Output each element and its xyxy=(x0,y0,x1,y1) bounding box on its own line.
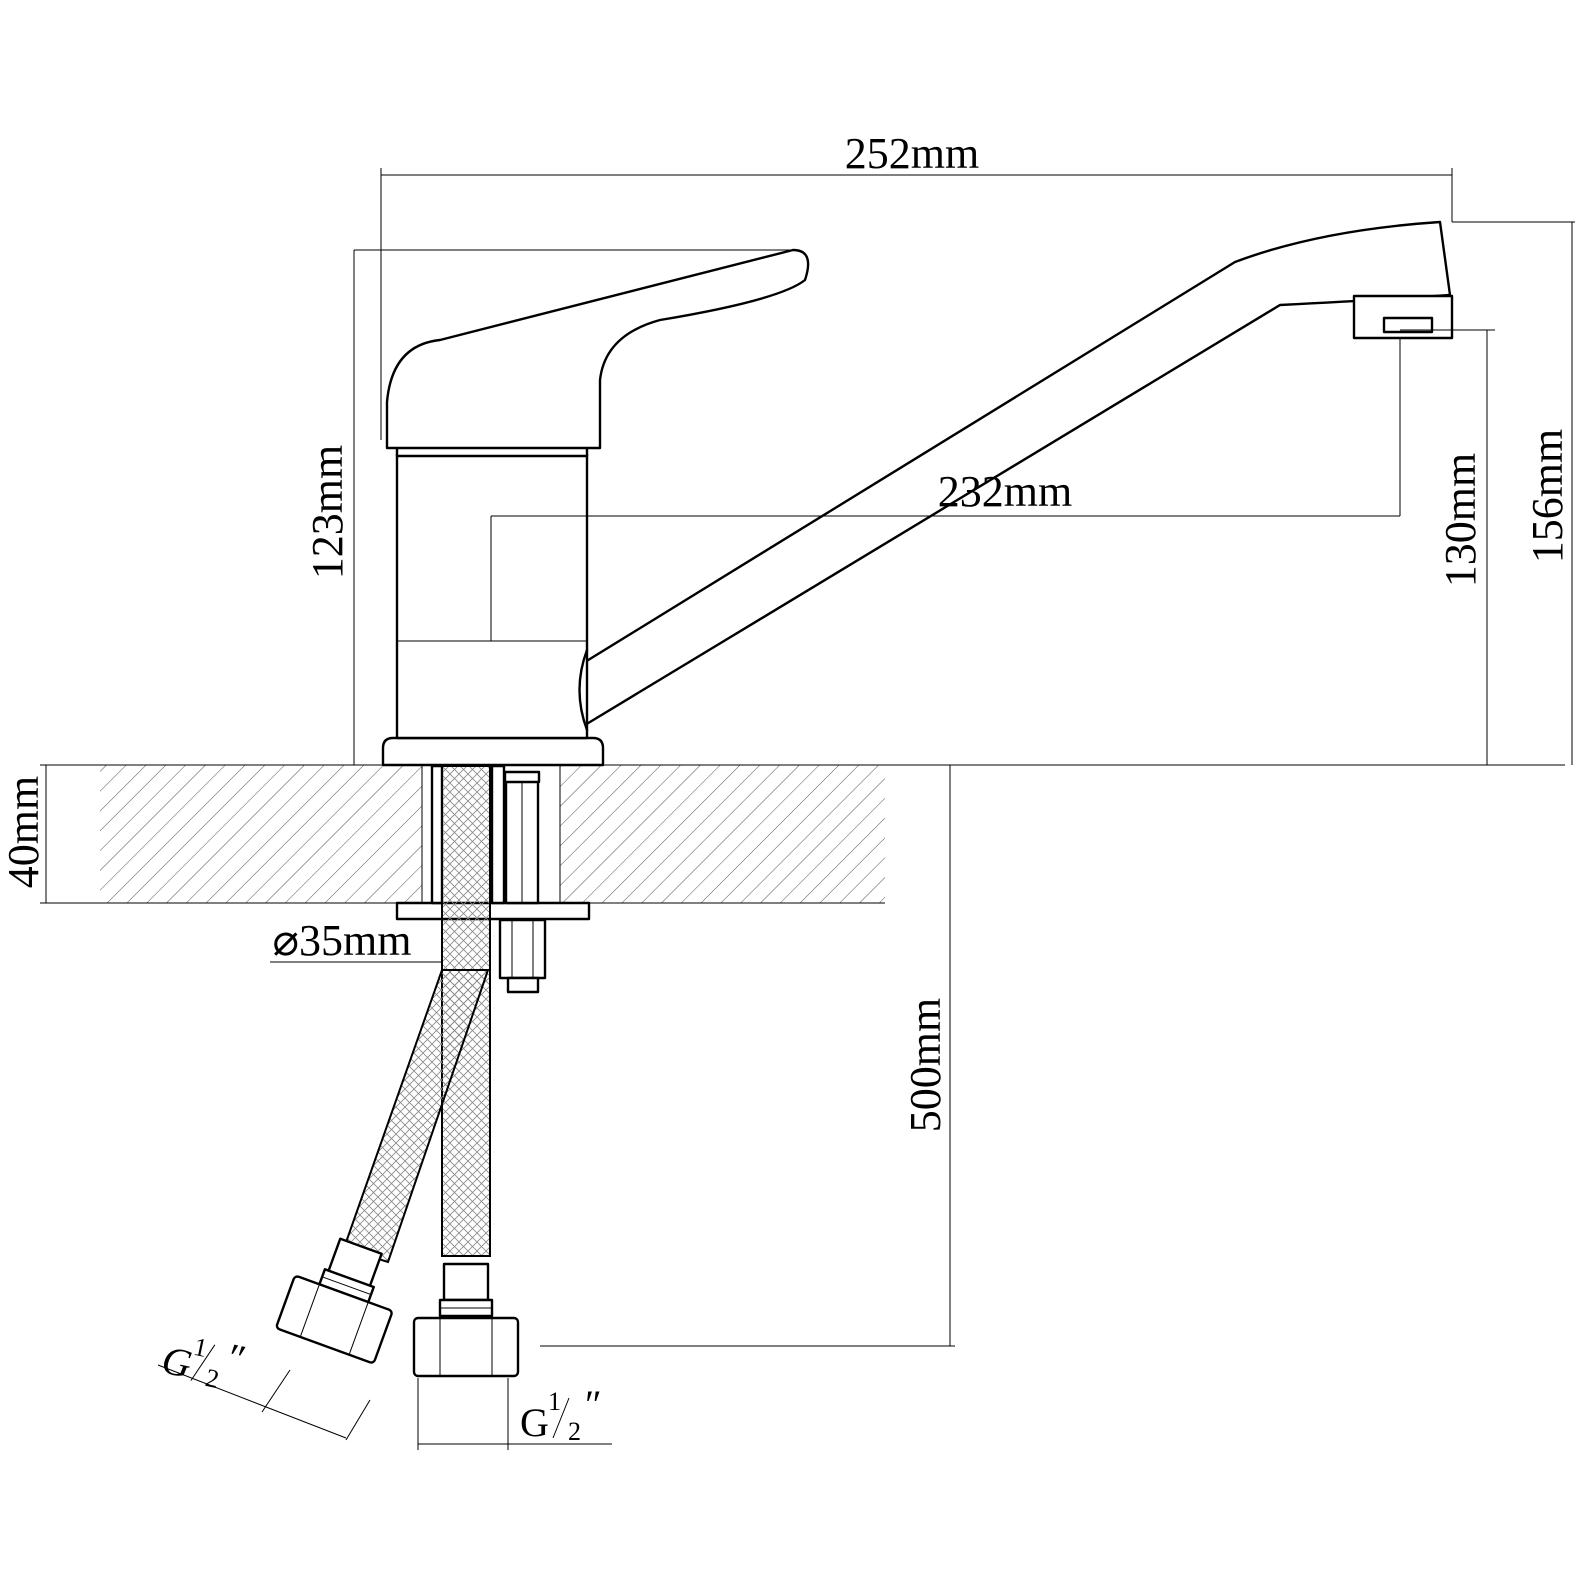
left-hose-connector xyxy=(275,1237,393,1364)
left-thread-main: G xyxy=(158,1337,196,1387)
left-thread-mark: ″ xyxy=(224,1334,250,1381)
right-thread-sub: 2 xyxy=(568,1417,581,1446)
body-cylinder xyxy=(395,452,589,740)
dimension-labels: 252mm 232mm 123mm 130mm 156mm 40mm ⌀35mm… xyxy=(0,129,1572,1446)
label-right-thread: G 1 2 ″ xyxy=(520,1382,602,1446)
left-tube xyxy=(430,764,444,905)
label-total-height: 156mm xyxy=(1523,429,1572,563)
stud-tube xyxy=(490,764,506,905)
spout xyxy=(583,220,1452,727)
dimension-lines xyxy=(45,168,1575,1450)
right-hose-connector xyxy=(412,1262,520,1378)
left-hose xyxy=(342,969,490,1264)
right-thread-mark: ″ xyxy=(585,1382,602,1427)
label-left-thread: G 1 2 ″ xyxy=(158,1332,250,1394)
label-hole-diameter: ⌀35mm xyxy=(273,916,412,965)
label-total-width: 252mm xyxy=(845,129,979,178)
right-thread-sup: 1 xyxy=(548,1387,561,1416)
countertop-section xyxy=(40,764,1565,904)
label-hose-length: 500mm xyxy=(901,998,950,1132)
label-spout-clearance: 130mm xyxy=(1436,453,1485,587)
faucet xyxy=(381,220,1454,767)
base-ring xyxy=(381,736,605,767)
label-body-height: 123mm xyxy=(303,445,352,579)
left-thread-sub: 2 xyxy=(203,1363,222,1394)
label-spout-reach: 232mm xyxy=(938,467,1072,516)
right-thread-main: G xyxy=(520,1400,549,1445)
lever-handle xyxy=(385,248,810,450)
fixing-nut xyxy=(498,918,547,980)
label-counter-thickness: 40mm xyxy=(0,776,48,888)
stud-end xyxy=(506,976,540,994)
left-thread-sup: 1 xyxy=(191,1332,210,1363)
mounting-plate xyxy=(395,901,591,921)
